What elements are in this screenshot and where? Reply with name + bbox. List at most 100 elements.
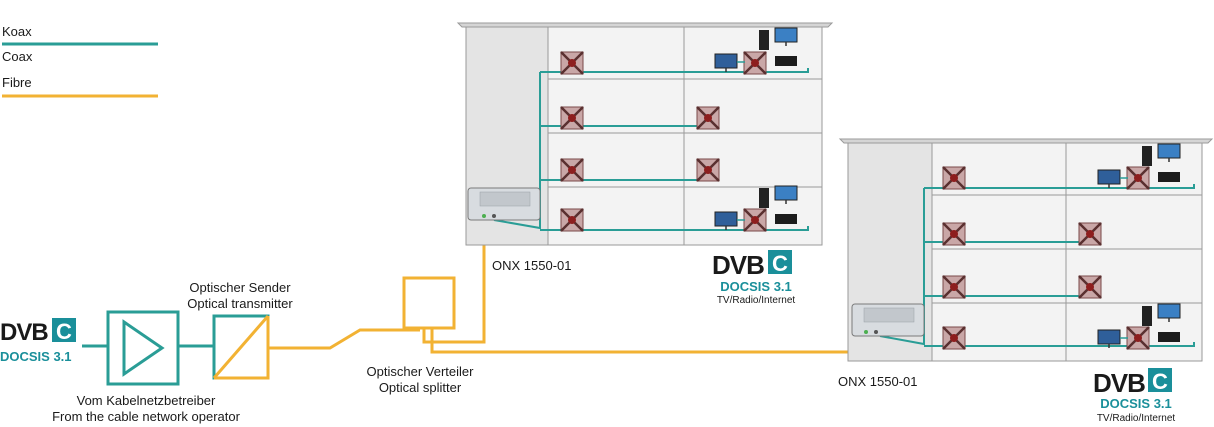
- wall-outlet-socket: [950, 230, 958, 238]
- b2-outlet-2: [942, 222, 966, 246]
- b1-outlet-6: [696, 158, 720, 182]
- b1-coax-feed-f1: [540, 226, 809, 231]
- b1-outlet-8: [743, 208, 767, 232]
- b2-node-vent: [863, 307, 915, 323]
- monitor-icon: [774, 185, 798, 201]
- legend-label-koax: Koax: [2, 24, 32, 39]
- dvb-c-letter: C: [1152, 369, 1168, 394]
- b2-services-label: TV/Radio/Internet: [1097, 413, 1176, 424]
- b1-docsis-label: DOCSIS 3.1: [720, 279, 792, 294]
- b1-outlet-4: [560, 208, 584, 232]
- wall-outlet-socket: [1134, 174, 1142, 182]
- b2-outlet-8: [1126, 326, 1150, 350]
- amplifier-icon: [122, 319, 165, 377]
- monitor-icon: [1157, 303, 1181, 319]
- legend-label-fibre: Fibre: [2, 75, 32, 90]
- wall-outlet-socket: [950, 334, 958, 342]
- dvb-c-letter-box: [768, 250, 792, 274]
- set-top-box-icon: [1142, 146, 1152, 166]
- fibre-transmitter-to-splitter: [268, 328, 420, 350]
- legend: Koax Coax Fibre: [2, 24, 158, 98]
- b2-coax-riser: [879, 188, 925, 346]
- b2-outlet-3: [942, 275, 966, 299]
- optical-splitter-icon: [402, 276, 456, 330]
- b2-outlet-5: [1078, 222, 1102, 246]
- b1-outlet-7: [743, 51, 767, 75]
- set-top-box-icon: [759, 188, 769, 208]
- source-dvb-c-logo: DVB C DOCSIS 3.1: [0, 318, 76, 364]
- b1-equipment-bottom: [714, 185, 798, 230]
- b1-node-label: ONX 1550-01: [492, 258, 572, 273]
- b1-optical-node: [467, 187, 541, 221]
- modem-icon: [775, 214, 797, 224]
- monitor-icon: [774, 27, 798, 43]
- splitter-label-en: Optical splitter: [379, 380, 462, 395]
- b2-outlet-4: [942, 326, 966, 350]
- transmitter-label-en: Optical transmitter: [187, 296, 293, 311]
- building-2: ONX 1550-01: [838, 138, 1214, 389]
- b1-coax-riser: [493, 72, 541, 230]
- b2-dvb-c-logo: DVB C DOCSIS 3.1 TV/Radio/Internet: [1093, 368, 1175, 424]
- b1-outlet-1: [560, 51, 584, 75]
- optical-transmitter-fibre-edge: [214, 316, 270, 380]
- wall-outlet-socket: [1086, 283, 1094, 291]
- source-docsis-label: DOCSIS 3.1: [0, 349, 72, 364]
- b2-docsis-label: DOCSIS 3.1: [1100, 396, 1172, 411]
- tv-icon: [1097, 329, 1121, 345]
- b2-node-port-1: [864, 330, 868, 334]
- b1-services-label: TV/Radio/Internet: [717, 295, 796, 306]
- amplifier: [106, 310, 180, 386]
- dvb-c-letter: C: [772, 251, 788, 276]
- devices-layer: [560, 27, 1181, 350]
- modem-icon: [775, 56, 797, 66]
- b1-node-port-2: [492, 214, 496, 218]
- b1-dvb-c-logo: DVB C DOCSIS 3.1 TV/Radio/Internet: [712, 250, 795, 306]
- dvb-c-logo-icon: DVB: [712, 250, 764, 280]
- legend-label-coax: Coax: [2, 49, 33, 64]
- modem-icon: [1158, 332, 1180, 342]
- wall-outlet-socket: [704, 166, 712, 174]
- source-label-en: From the cable network operator: [52, 409, 241, 424]
- b2-room-f3-right: [1065, 194, 1203, 250]
- wall-outlet-socket: [704, 114, 712, 122]
- dvb-c-letter-box: [1148, 368, 1172, 392]
- b1-equipment-top: [714, 27, 798, 72]
- wall-outlet-socket: [568, 59, 576, 67]
- splitter-label-de: Optischer Verteiler: [367, 364, 475, 379]
- b2-coax-feed-f4: [924, 184, 1195, 189]
- b2-outlet-1: [942, 166, 966, 190]
- b1-outlet-5: [696, 106, 720, 130]
- b2-optical-node: [851, 303, 925, 337]
- set-top-box-icon: [1142, 306, 1152, 326]
- wall-outlet-socket: [950, 283, 958, 291]
- b1-outlet-3: [560, 158, 584, 182]
- wall-outlet-socket: [950, 174, 958, 182]
- b2-equipment-top: [1097, 143, 1181, 188]
- transmitter-label-de: Optischer Sender: [189, 280, 291, 295]
- building-1-roof: [456, 22, 834, 28]
- fibre-splitter-to-building1: [422, 226, 486, 344]
- modem-icon: [1158, 172, 1180, 182]
- dvb-c-letter: C: [56, 319, 72, 344]
- optical-transmitter-diagonal: [212, 315, 270, 379]
- tv-icon: [1097, 169, 1121, 185]
- dvb-c-letter-box: [52, 318, 76, 342]
- fibre-splitter-to-building2: [430, 327, 868, 354]
- wall-outlet-socket: [751, 59, 759, 67]
- set-top-box-icon: [759, 30, 769, 50]
- b2-node-port-2: [874, 330, 878, 334]
- source-label-de: Vom Kabelnetzbetreiber: [77, 393, 216, 408]
- b1-coax-feed-f4: [540, 68, 809, 73]
- b2-equipment-bottom: [1097, 303, 1181, 348]
- wall-outlet-socket: [568, 166, 576, 174]
- b2-coax-feed-f1: [924, 342, 1195, 347]
- wall-outlet-socket: [568, 216, 576, 224]
- wall-outlet-socket: [1134, 334, 1142, 342]
- tv-icon: [714, 53, 738, 69]
- amplifier-box: [106, 310, 180, 386]
- b2-node-label: ONX 1550-01: [838, 374, 918, 389]
- dvb-c-logo-icon: DVB: [1093, 368, 1145, 398]
- b1-node-port-1: [482, 214, 486, 218]
- wall-outlet-socket: [1086, 230, 1094, 238]
